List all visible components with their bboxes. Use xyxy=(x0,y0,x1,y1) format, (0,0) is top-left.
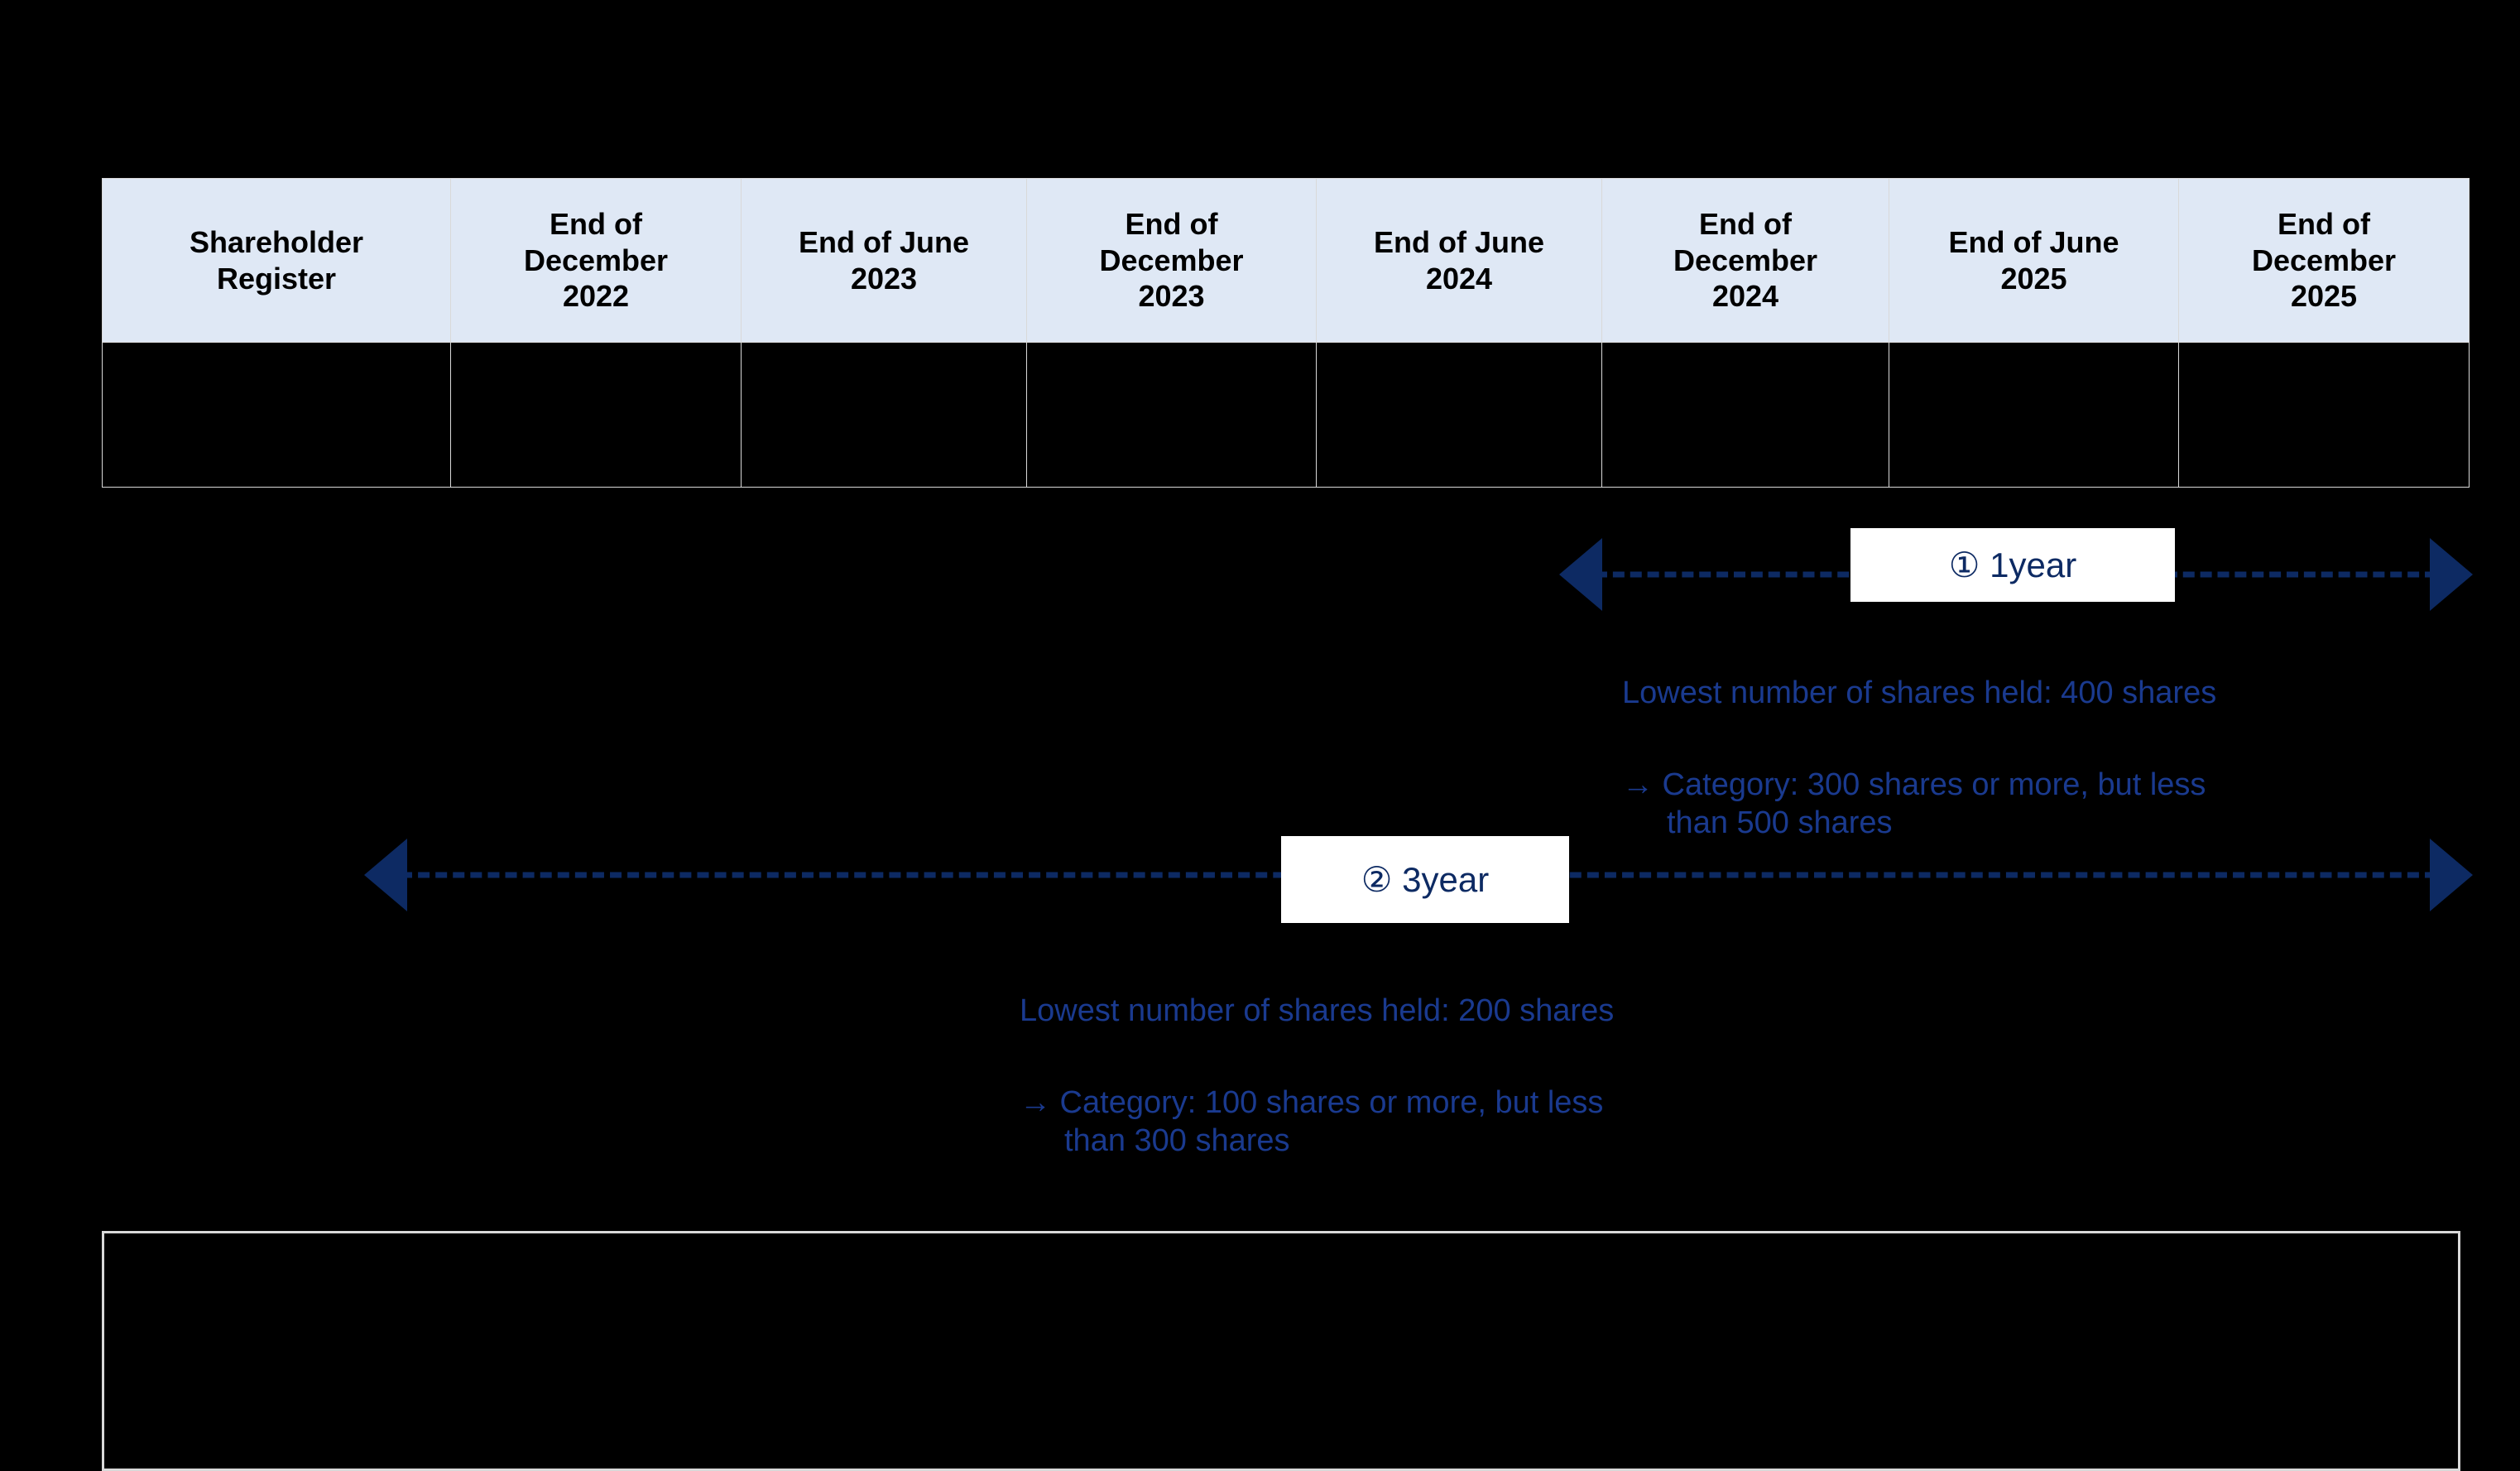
table-header-row-group: Shareholder Register End of December 202… xyxy=(102,178,2470,343)
note-box-text xyxy=(104,1233,2458,1273)
column-header-end-of-june-2023: End of June 2023 xyxy=(741,178,1027,343)
column-header-end-of-december-2023: End of December 2023 xyxy=(1026,178,1317,343)
table-cell-end-of-december-2024 xyxy=(1601,342,1889,488)
table-cell-end-of-june-2023 xyxy=(741,342,1027,488)
table-row xyxy=(102,342,2470,488)
table-cell-end-of-june-2024 xyxy=(1316,342,1602,488)
arrow-left-head-icon xyxy=(1559,538,1602,611)
table-cell-end-of-december-2023 xyxy=(1026,342,1317,488)
column-header-end-of-december-2022: End of December 2022 xyxy=(450,178,742,343)
column-header-shareholder-register: Shareholder Register xyxy=(102,178,451,343)
shareholder-register-table: Shareholder Register End of December 202… xyxy=(102,178,2470,488)
note-box xyxy=(102,1231,2460,1471)
three-year-annotation: Lowest number of shares held: 200 shares… xyxy=(1020,954,1897,1199)
one-year-lowest-shares-text: Lowest number of shares held: 400 shares xyxy=(1622,675,2217,711)
annotation-spacer xyxy=(1622,713,2499,728)
table-cell-end-of-december-2022 xyxy=(450,342,742,488)
table-cell-end-of-december-2025 xyxy=(2178,342,2470,488)
table-cell-shareholder-register xyxy=(102,342,451,488)
three-year-category-text: → Category: 100 shares or more, but less… xyxy=(1020,1085,1604,1159)
three-year-lowest-shares-text: Lowest number of shares held: 200 shares xyxy=(1020,993,1615,1029)
one-year-category-text: → Category: 300 shares or more, but less… xyxy=(1622,767,2206,841)
column-header-end-of-december-2025: End of December 2025 xyxy=(2178,178,2470,343)
arrow-right-head-icon xyxy=(2430,839,2473,911)
annotation-spacer xyxy=(1020,1031,1897,1046)
one-year-annotation: Lowest number of shares held: 400 shares… xyxy=(1622,636,2499,881)
table-header-row: Shareholder Register End of December 202… xyxy=(102,178,2470,343)
column-header-end-of-june-2025: End of June 2025 xyxy=(1889,178,2179,343)
table-body xyxy=(102,342,2470,488)
column-header-end-of-december-2024: End of December 2024 xyxy=(1601,178,1889,343)
column-header-end-of-june-2024: End of June 2024 xyxy=(1316,178,1602,343)
arrow-left-head-icon xyxy=(364,839,407,911)
three-year-period-label: ② 3year xyxy=(1281,836,1569,923)
arrow-right-head-icon xyxy=(2430,538,2473,611)
table-cell-end-of-june-2025 xyxy=(1889,342,2179,488)
one-year-period-label: ① 1year xyxy=(1850,528,2175,602)
